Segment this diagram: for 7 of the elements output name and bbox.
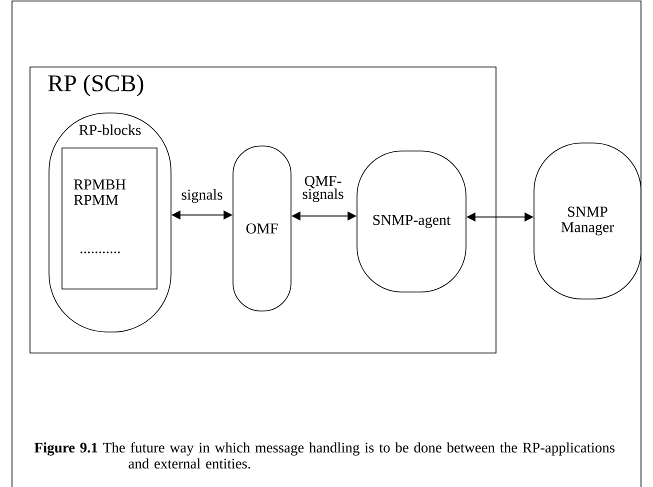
rounded-box: OMF: [232, 146, 292, 312]
edge-label: signals: [182, 189, 222, 203]
caption: Figure 9.1 The future way in which message handling is to be done between the RP-applications and external entities.: [34, 442, 615, 469]
rounded-box: SNMP Manager: [534, 142, 642, 300]
rounded-box: SNMP-agent: [356, 150, 466, 292]
inner-box: RPMBH RPMM ...........: [62, 148, 158, 290]
edge-label: QMF-signals: [302, 176, 344, 202]
